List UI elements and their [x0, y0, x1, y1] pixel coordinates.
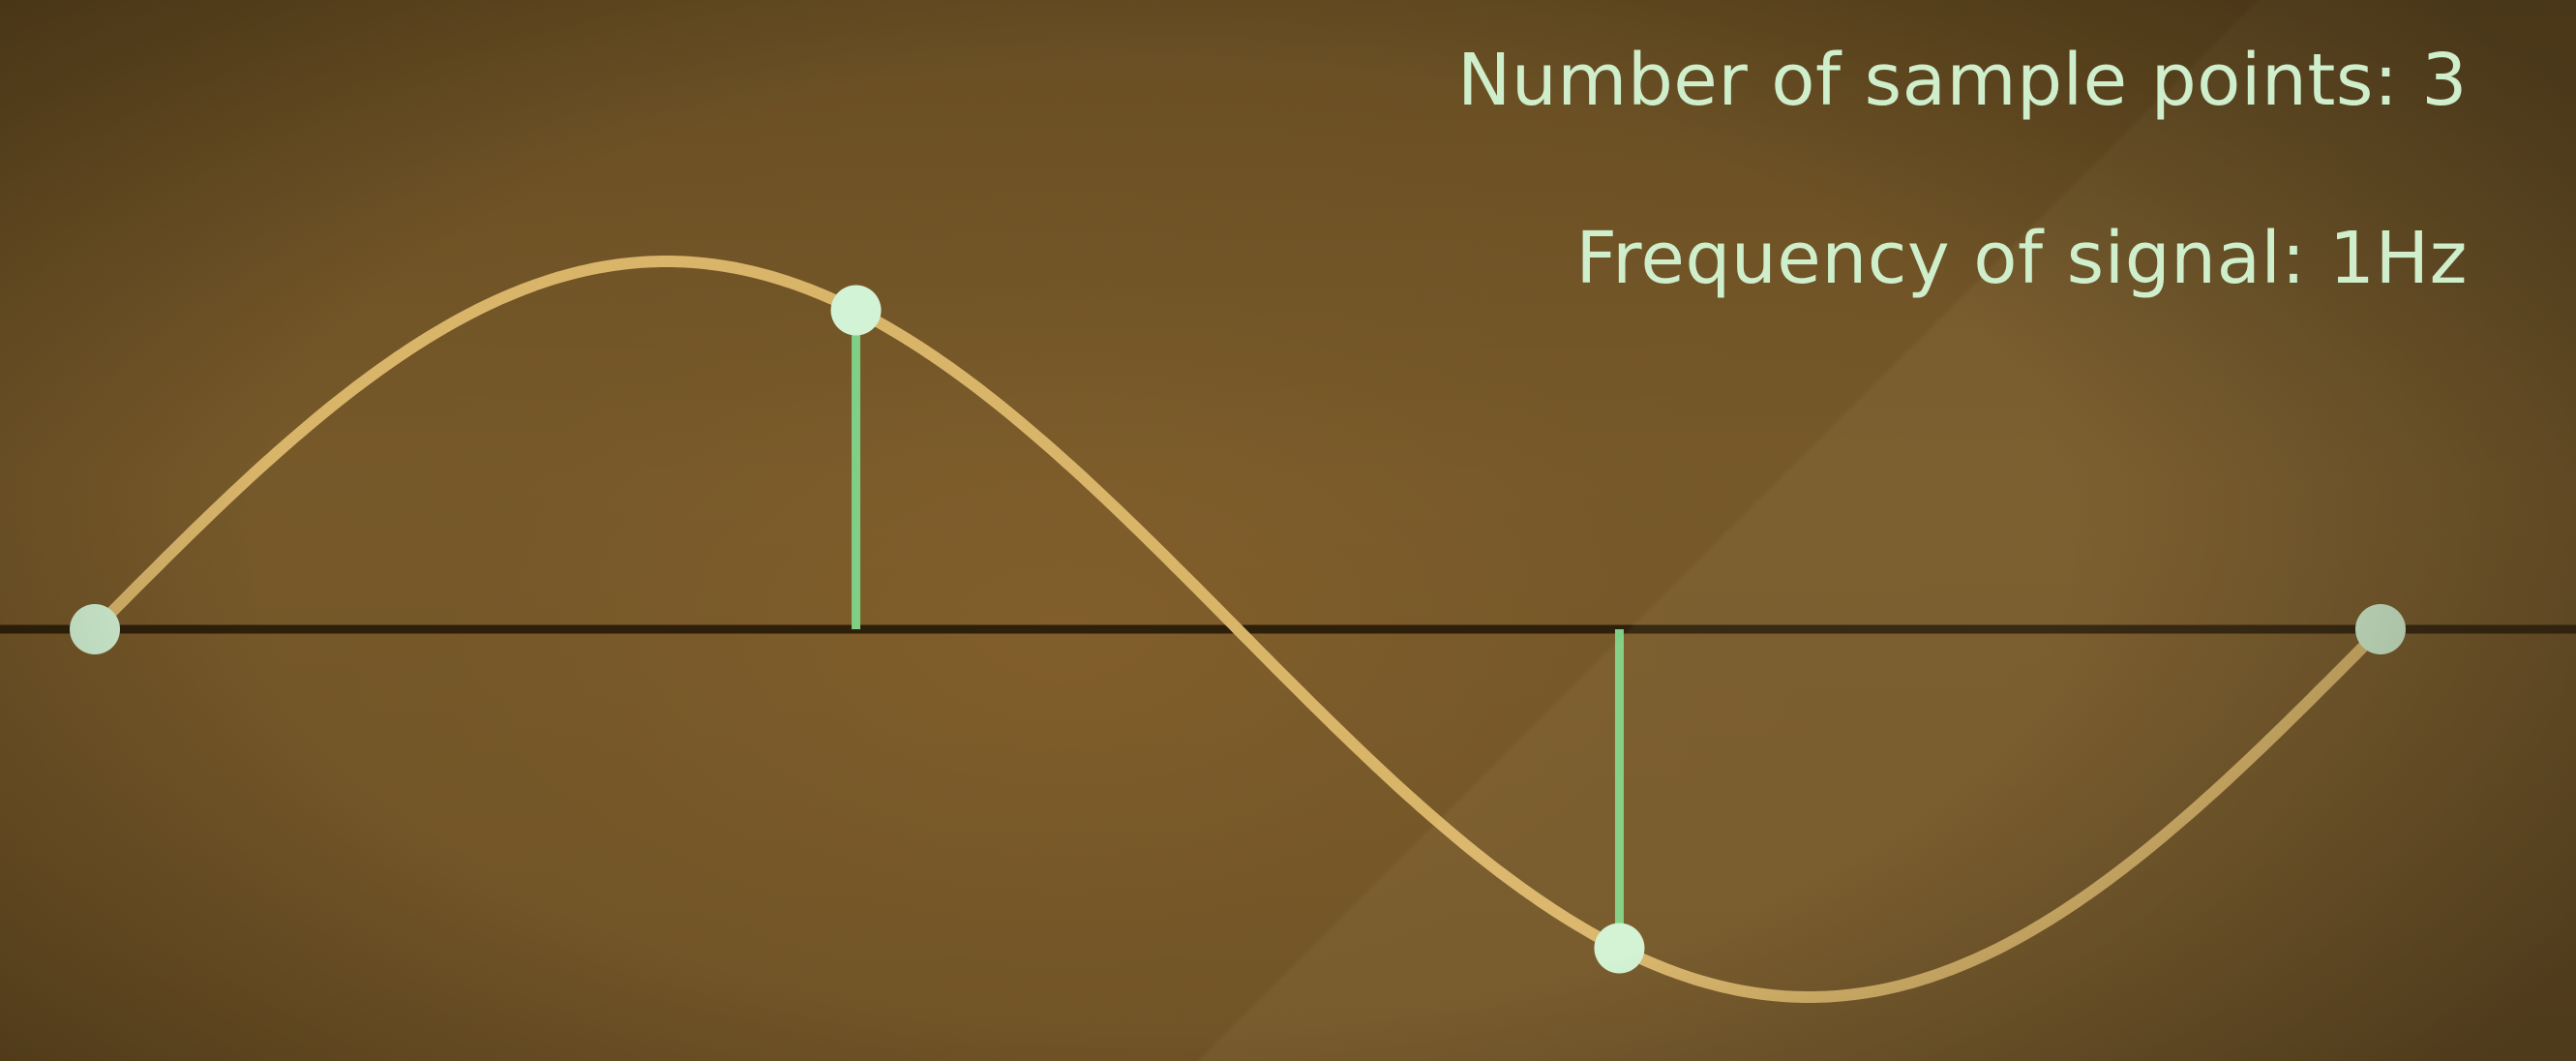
sample-points	[70, 285, 2406, 974]
frequency-label: Frequency of signal: 1Hz	[1575, 217, 2468, 300]
sample-point	[2355, 604, 2406, 654]
sample-point	[830, 285, 882, 336]
sample-stems	[852, 310, 1624, 949]
sample-point	[1594, 923, 1645, 974]
sample-point	[70, 604, 120, 654]
sample-count-label: Number of sample points: 3	[1456, 39, 2468, 122]
sine-wave	[89, 256, 2386, 1003]
